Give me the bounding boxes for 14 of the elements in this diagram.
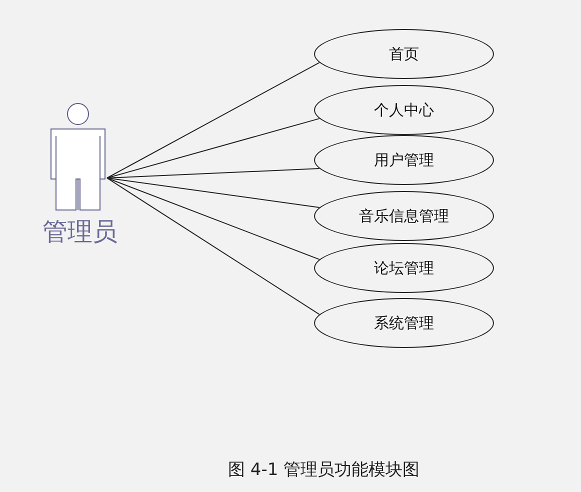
association-line bbox=[106, 62, 320, 178]
use-case-ellipse: 用户管理 bbox=[314, 135, 494, 185]
use-case-ellipse: 论坛管理 bbox=[314, 243, 494, 293]
association-line bbox=[106, 118, 320, 178]
actor-label: 管理员 bbox=[42, 216, 118, 248]
association-line bbox=[106, 178, 320, 315]
figure-caption: 图 4-1 管理员功能模块图 bbox=[228, 459, 420, 481]
association-line bbox=[106, 168, 320, 178]
association-line bbox=[106, 178, 320, 260]
use-case-ellipse: 个人中心 bbox=[314, 85, 494, 135]
use-case-ellipse: 系统管理 bbox=[314, 298, 494, 348]
use-case-ellipse: 首页 bbox=[314, 29, 494, 79]
association-line bbox=[106, 178, 320, 208]
use-case-ellipse: 音乐信息管理 bbox=[314, 191, 494, 241]
